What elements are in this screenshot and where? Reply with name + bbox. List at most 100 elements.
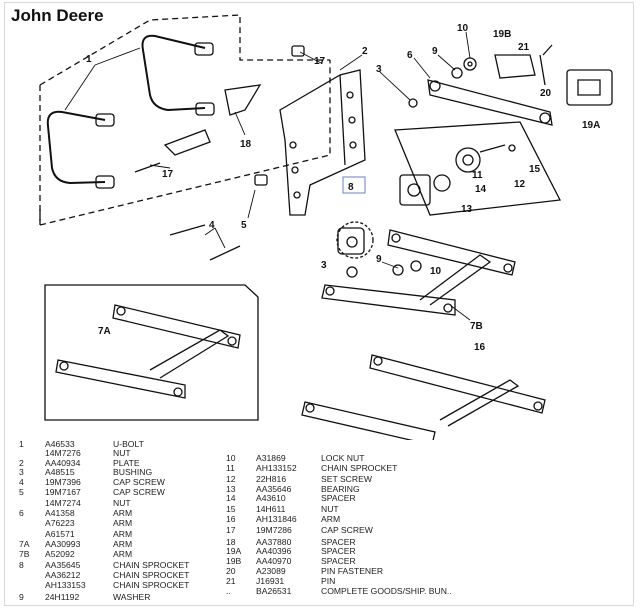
callout-4: 4 bbox=[209, 220, 215, 231]
chain-sprocket-8 bbox=[336, 221, 374, 259]
part-ref: 10 bbox=[226, 453, 236, 463]
part-part: A76223 bbox=[45, 518, 75, 528]
part-desc: CAP SCREW bbox=[113, 477, 165, 487]
highlight-box bbox=[342, 176, 366, 194]
part-desc: CHAIN SPROCKET bbox=[113, 580, 190, 590]
callout-2: 2 bbox=[362, 46, 368, 57]
part-ref: 20 bbox=[226, 566, 236, 576]
page-frame bbox=[4, 2, 634, 606]
part-desc: SPACER bbox=[321, 546, 356, 556]
part-part: A48515 bbox=[45, 467, 75, 477]
part-ref: 19A bbox=[226, 546, 242, 556]
callout-17: 17 bbox=[162, 169, 174, 180]
sprocket-assembly-inset bbox=[394, 121, 562, 216]
part-part: A41358 bbox=[45, 508, 75, 518]
part-part: AA37880 bbox=[256, 537, 292, 547]
part-ref: 6 bbox=[19, 508, 24, 518]
callout-5: 5 bbox=[241, 220, 247, 231]
part-ref: 5 bbox=[19, 487, 24, 497]
part-ref: 7B bbox=[19, 549, 30, 559]
part-part: AA40934 bbox=[45, 458, 81, 468]
part-part: A43610 bbox=[256, 493, 286, 503]
part-desc: PLATE bbox=[113, 458, 140, 468]
callout-8: 8 bbox=[348, 182, 354, 193]
part-ref: 12 bbox=[226, 474, 236, 484]
spacer-19a bbox=[566, 69, 613, 106]
part-ref: 21 bbox=[226, 576, 236, 586]
plate bbox=[279, 69, 366, 216]
part-ref: 16 bbox=[226, 514, 236, 524]
part-ref: 8 bbox=[19, 560, 24, 570]
part-ref: 9 bbox=[19, 592, 24, 602]
part-part: J16931 bbox=[256, 576, 285, 586]
part-part: 19M7396 bbox=[45, 477, 81, 487]
part-desc: CHAIN SPROCKET bbox=[113, 560, 190, 570]
part-desc: CHAIN SPROCKET bbox=[113, 570, 190, 580]
u-bolt-lower bbox=[46, 110, 106, 185]
part-ref: 4 bbox=[19, 477, 24, 487]
arm-7a-inset bbox=[44, 284, 259, 421]
part-part: AH131846 bbox=[256, 514, 297, 524]
part-desc: CAP SCREW bbox=[321, 525, 373, 535]
part-desc: LOCK NUT bbox=[321, 453, 365, 463]
arm-16 bbox=[301, 354, 546, 440]
part-part: A46533 bbox=[45, 439, 75, 449]
part-desc: BEARING bbox=[321, 484, 360, 494]
part-ref: 3 bbox=[19, 467, 24, 477]
part-desc: SPACER bbox=[321, 537, 356, 547]
part-part: A61571 bbox=[45, 529, 75, 539]
part-ref: 15 bbox=[226, 504, 236, 514]
arm-6 bbox=[427, 79, 553, 126]
part-desc: SET SCREW bbox=[321, 474, 372, 484]
part-desc: COMPLETE GOODS/SHIP. BUN.. bbox=[321, 586, 452, 596]
callout-17: 17 bbox=[314, 56, 326, 67]
callout-7A: 7A bbox=[98, 326, 111, 337]
callout-3: 3 bbox=[376, 64, 382, 75]
part-ref: 1 bbox=[19, 439, 24, 449]
part-desc: SPACER bbox=[321, 556, 356, 566]
tractor-frame-outline bbox=[39, 14, 331, 226]
part-desc: NUT bbox=[321, 504, 339, 514]
callout-10: 10 bbox=[430, 266, 442, 277]
part-desc: ARM bbox=[113, 549, 133, 559]
part-part: AH133152 bbox=[256, 463, 297, 473]
part-desc: NUT bbox=[113, 448, 131, 458]
part-desc: ARM bbox=[113, 529, 133, 539]
part-part: AA40396 bbox=[256, 546, 292, 556]
callout-7B: 7B bbox=[470, 321, 483, 332]
callout-18: 18 bbox=[240, 139, 252, 150]
part-part: AA35645 bbox=[45, 560, 81, 570]
part-ref: .. bbox=[226, 586, 231, 596]
part-desc: WASHER bbox=[113, 592, 151, 602]
part-part: AA30993 bbox=[45, 539, 81, 549]
part-part: 14M7276 bbox=[45, 448, 81, 458]
part-ref: 7A bbox=[19, 539, 30, 549]
part-ref: 18 bbox=[226, 537, 236, 547]
part-part: AA40970 bbox=[256, 556, 292, 566]
part-desc: PIN FASTENER bbox=[321, 566, 384, 576]
washers bbox=[346, 57, 477, 278]
part-ref: 19B bbox=[226, 556, 242, 566]
callout-14: 14 bbox=[475, 184, 487, 195]
part-ref: 14 bbox=[226, 493, 236, 503]
part-desc: ARM bbox=[321, 514, 341, 524]
part-part: AA35646 bbox=[256, 484, 292, 494]
part-part: 14H611 bbox=[256, 504, 286, 514]
callout-19A: 19A bbox=[582, 120, 600, 131]
callout-20: 20 bbox=[540, 88, 552, 99]
callout-12: 12 bbox=[514, 179, 526, 190]
part-part: BA26531 bbox=[256, 586, 292, 596]
leader-lines bbox=[64, 31, 471, 321]
part-desc: ARM bbox=[113, 518, 133, 528]
u-bolt-upper bbox=[141, 34, 206, 112]
part-desc: BUSHING bbox=[113, 467, 153, 477]
part-part: 22H816 bbox=[256, 474, 287, 484]
callout-15: 15 bbox=[529, 164, 541, 175]
part-desc: PIN bbox=[321, 576, 336, 586]
part-desc: SPACER bbox=[321, 493, 356, 503]
callout-19B: 19B bbox=[493, 29, 511, 40]
arm-7b bbox=[321, 229, 516, 316]
callout-3: 3 bbox=[321, 260, 327, 271]
